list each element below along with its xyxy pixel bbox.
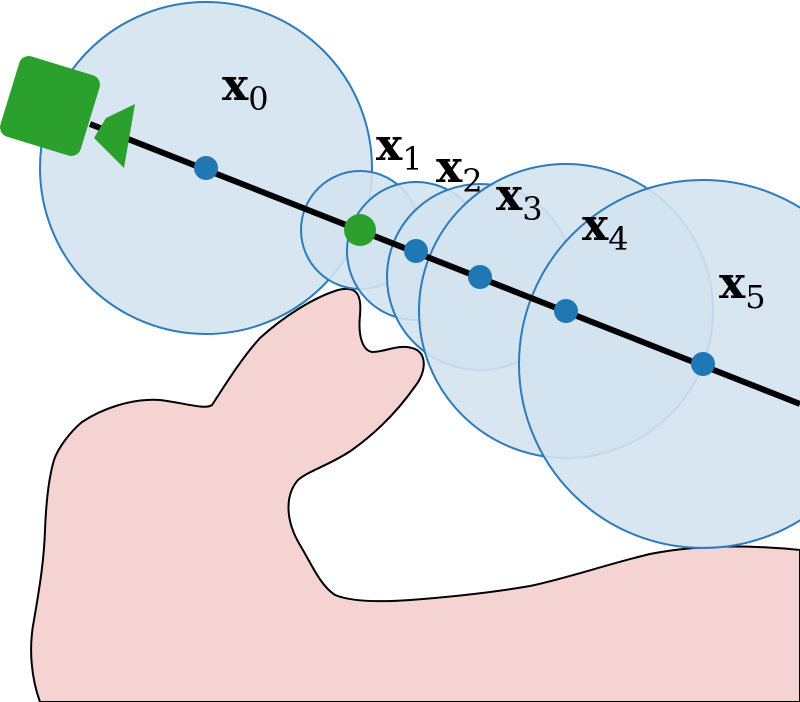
sample-label-sub: 3 (522, 190, 542, 228)
sample-label-sub: 1 (402, 140, 422, 178)
sample-point-x5 (691, 352, 715, 376)
sample-label-main: x (436, 142, 463, 193)
sample-label-x0: x0 (222, 60, 269, 118)
sample-label-main: x (719, 258, 746, 309)
sample-label-sub: 4 (608, 220, 628, 258)
camera-lens (94, 104, 135, 168)
sample-label-main: x (222, 60, 249, 111)
camera-body (0, 56, 100, 156)
sample-label-main: x (376, 120, 403, 171)
sample-label-sub: 5 (745, 278, 765, 316)
sample-point-x3 (468, 265, 492, 289)
sample-point-x0 (194, 156, 218, 180)
sample-point-x4 (554, 299, 578, 323)
sample-label-x2: x2 (436, 142, 483, 200)
sample-point-x2 (404, 239, 428, 263)
sample-label-main: x (582, 200, 609, 251)
bounding-circle-x5 (518, 179, 800, 549)
sample-label-main: x (496, 170, 523, 221)
sample-label-sub: 2 (462, 162, 482, 200)
hand-surface (30, 287, 800, 702)
sample-label-x3: x3 (496, 170, 543, 228)
surface-hit-point (344, 214, 376, 246)
sample-points (194, 156, 715, 376)
sample-label-x5: x5 (719, 258, 766, 316)
sample-label-x4: x4 (582, 200, 629, 258)
sample-label-sub: 0 (248, 80, 268, 118)
camera-icon (0, 56, 135, 168)
sample-label-x1: x1 (376, 120, 423, 178)
